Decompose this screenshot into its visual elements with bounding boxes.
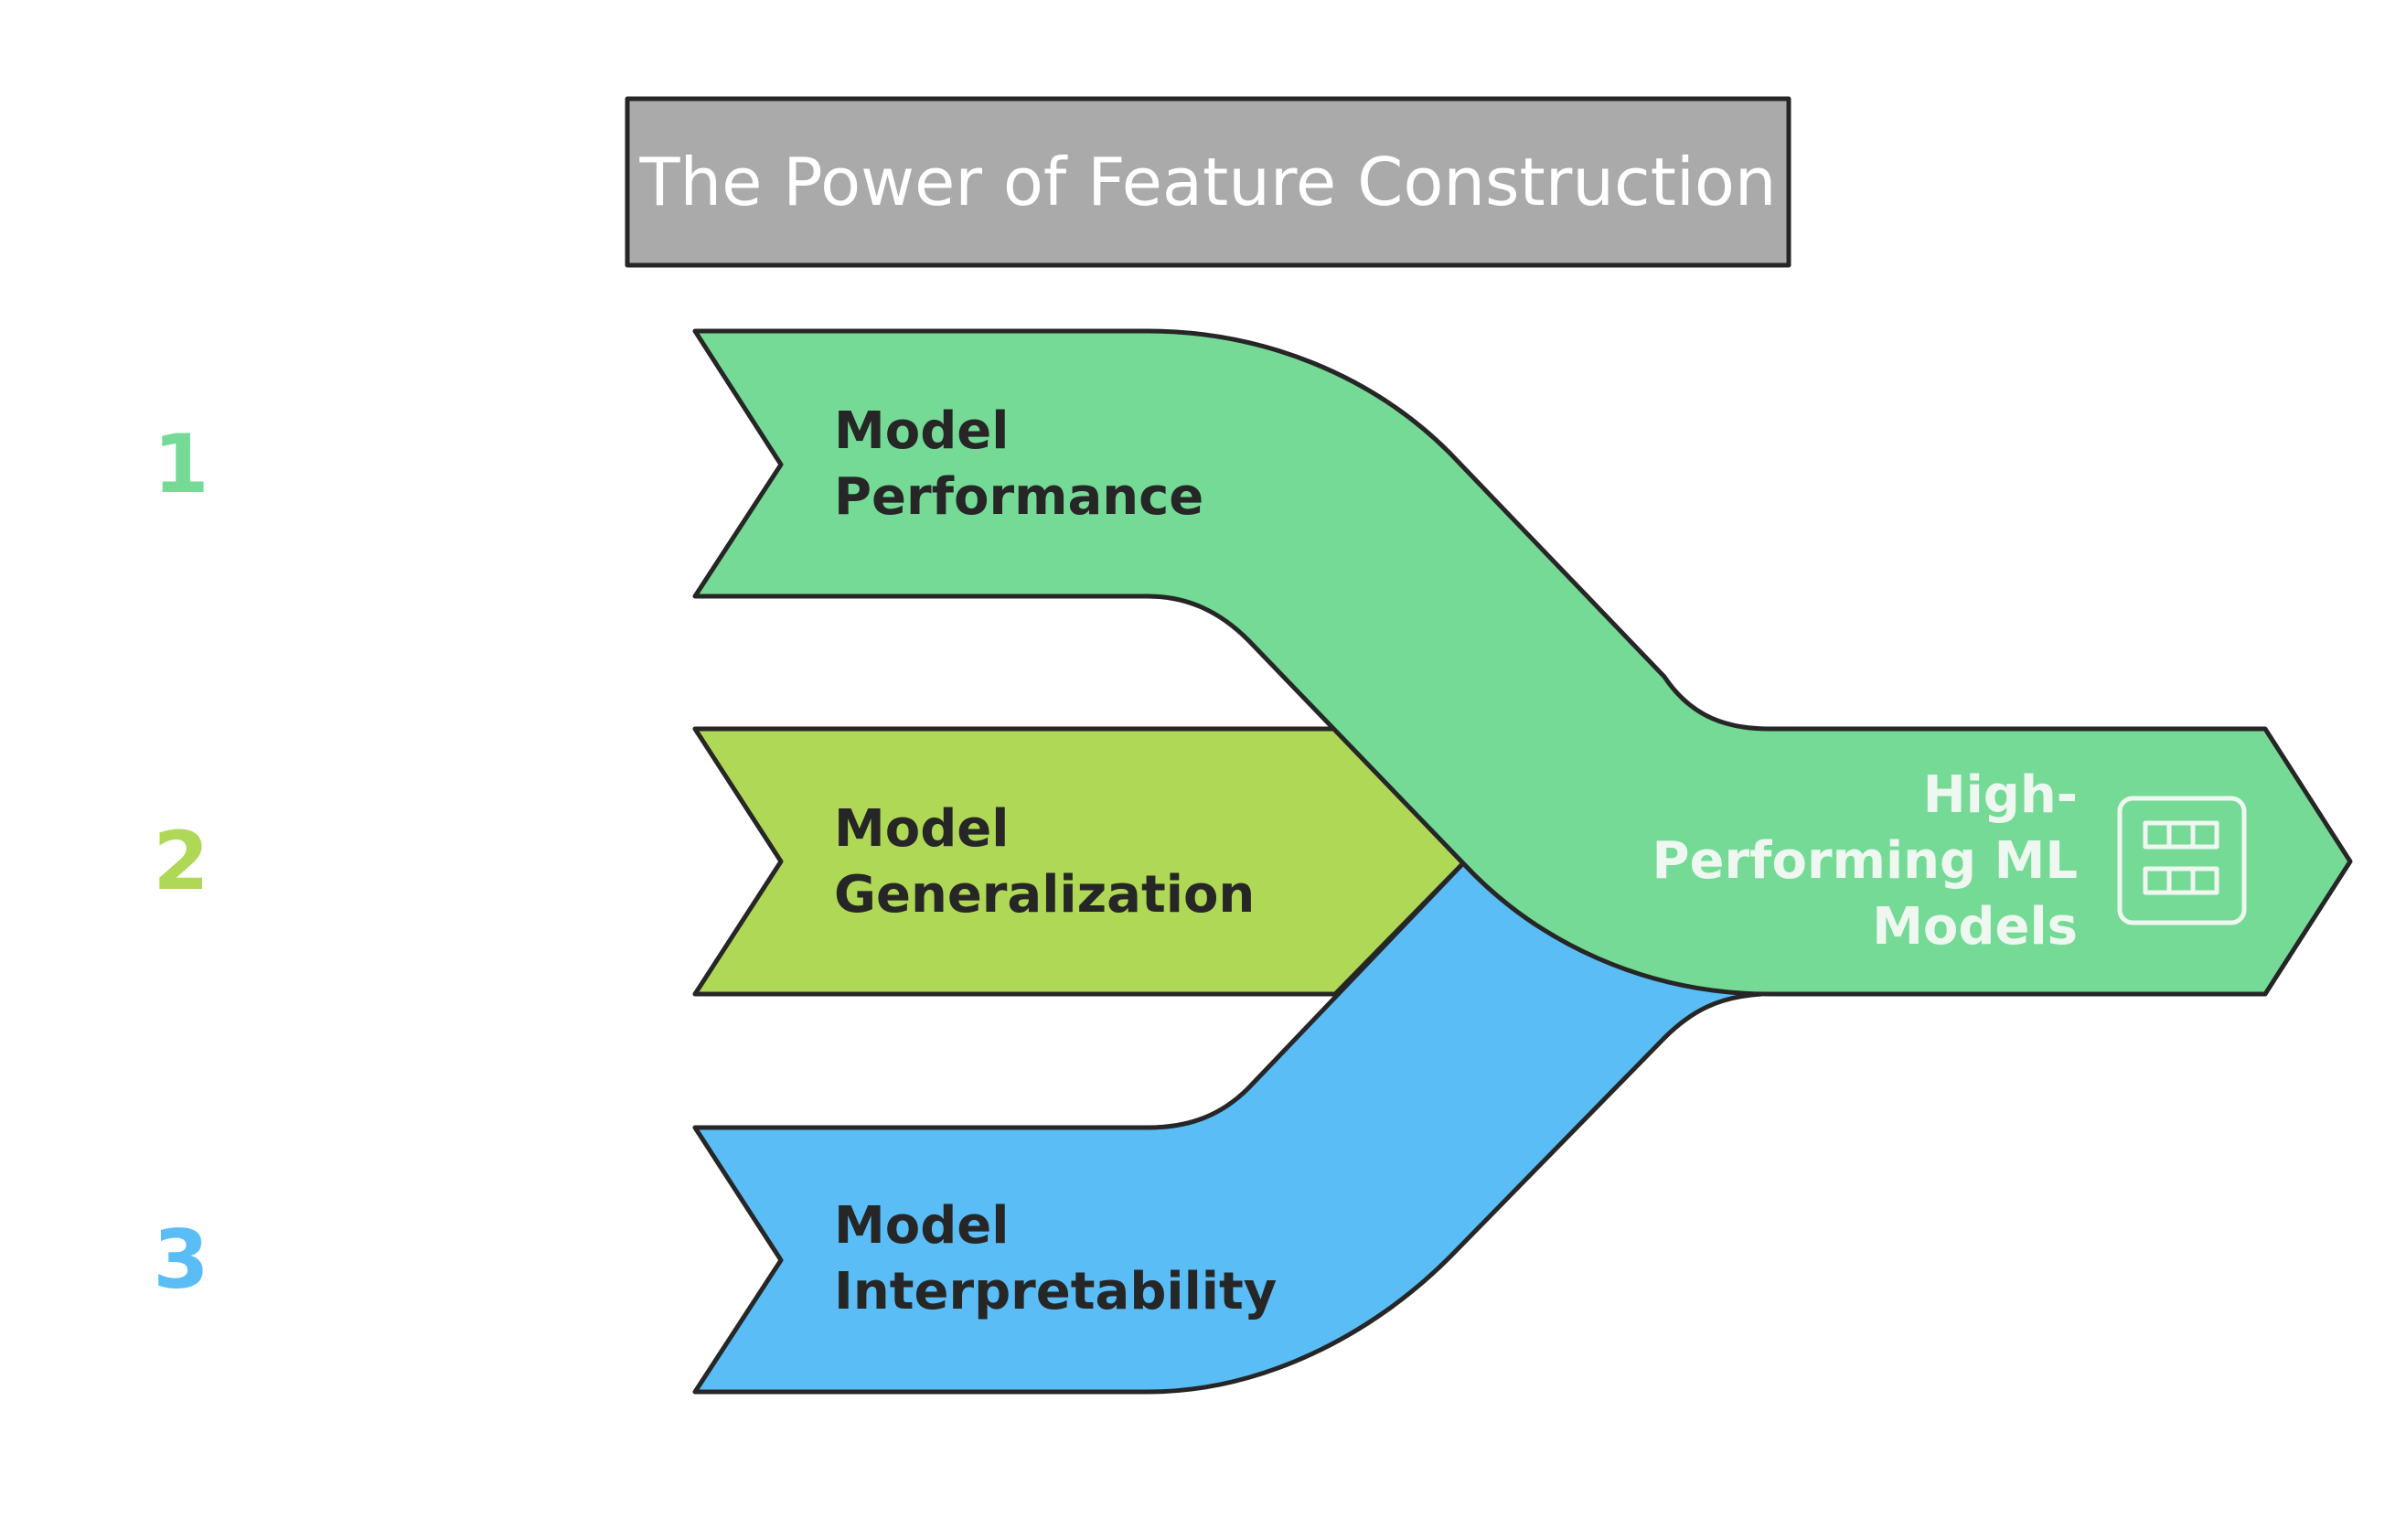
- output-label-line2: Performing ML: [1652, 831, 2079, 891]
- step-number-2: 2: [153, 814, 209, 908]
- output-label-line3: Models: [1872, 897, 2078, 957]
- interpretability-label-line2: Interpretability: [834, 1262, 1277, 1321]
- performance-arrow: [692, 328, 2353, 997]
- output-label-line1: High-: [1923, 765, 2078, 825]
- performance-label-line1: Model: [834, 401, 1009, 461]
- interpretability-arrow: [692, 861, 1764, 1395]
- interpretability-label-line1: Model: [834, 1196, 1009, 1256]
- title-box: The Power of Feature Construction: [625, 96, 1791, 268]
- step-number-1: 1: [153, 417, 209, 511]
- diagram-title: The Power of Feature Construction: [638, 144, 1776, 220]
- step-number-3: 3: [153, 1213, 209, 1307]
- generalization-label-line2: Generalization: [834, 865, 1255, 925]
- generalization-arrow: [692, 726, 1466, 997]
- generalization-label-line1: Model: [834, 799, 1009, 859]
- performance-label-line2: Performance: [834, 467, 1203, 527]
- table-grid-icon: [2117, 796, 2247, 925]
